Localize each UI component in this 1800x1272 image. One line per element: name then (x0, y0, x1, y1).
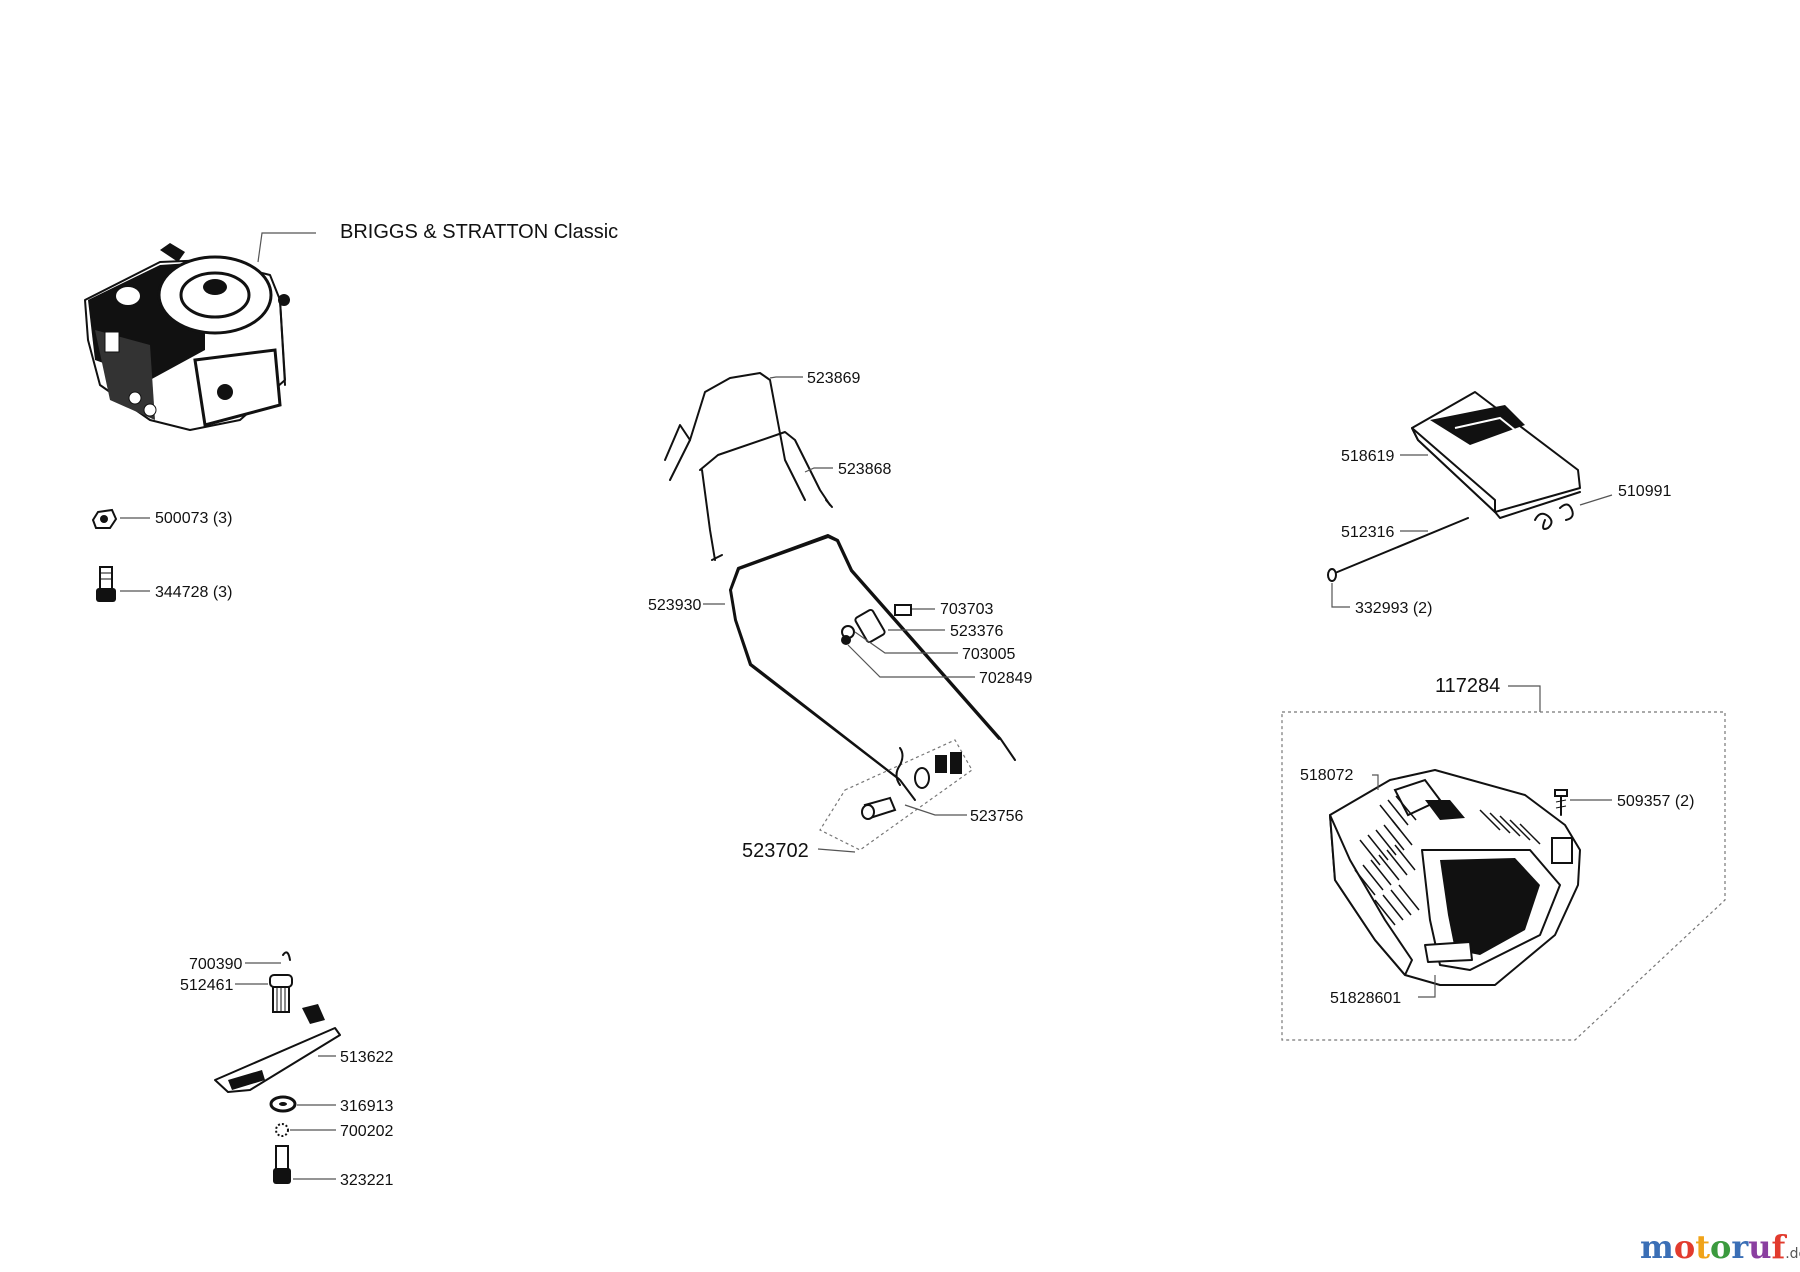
part-label: 512461 (180, 977, 233, 994)
blade-assembly-drawing (214, 951, 341, 1184)
engine-title: BRIGGS & STRATTON Classic (340, 221, 618, 243)
part-label: 500073 (3) (155, 510, 232, 527)
part-label: 316913 (340, 1098, 393, 1115)
part-label: 117284 (1435, 675, 1500, 697)
part-label: 523756 (970, 808, 1023, 825)
part-label: 509357 (2) (1617, 793, 1694, 810)
part-label: 703005 (962, 646, 1015, 663)
part-label: 523376 (950, 623, 1003, 640)
part-label: 700390 (189, 956, 242, 973)
rod-drawing (1327, 517, 1469, 582)
part-label: 512316 (1341, 524, 1394, 541)
nut-drawing (91, 508, 118, 529)
part-label: 323221 (340, 1172, 393, 1189)
part-label: 523702 (742, 840, 809, 862)
part-label: 702849 (979, 670, 1032, 687)
brand-watermark: motoruf.de (1640, 1228, 1800, 1266)
part-label: 523869 (807, 370, 860, 387)
part-label: 700202 (340, 1123, 393, 1140)
upper-handle-drawing (664, 372, 833, 561)
part-label: 344728 (3) (155, 584, 232, 601)
rear-flap-drawing (1411, 391, 1581, 519)
part-label: 510991 (1618, 483, 1671, 500)
part-label: 703703 (940, 601, 993, 618)
assembly-outline (1281, 711, 1726, 1041)
screw-drawing (1554, 789, 1568, 816)
part-label: 513622 (340, 1049, 393, 1066)
part-label: 518619 (1341, 448, 1394, 465)
handle-clamp-drawing (841, 604, 912, 645)
part-label: 523930 (648, 597, 701, 614)
part-label: 51828601 (1330, 990, 1401, 1007)
part-label: 523868 (838, 461, 891, 478)
handle-lever-kit-drawing (819, 739, 973, 851)
part-label: 518072 (1300, 767, 1353, 784)
grass-catcher-drawing (1329, 769, 1581, 986)
spring-drawing (1534, 503, 1574, 530)
bolt-drawing (96, 566, 116, 602)
lower-handle-drawing (729, 534, 1016, 801)
part-label: 332993 (2) (1355, 600, 1432, 617)
engine-drawing (84, 243, 290, 431)
